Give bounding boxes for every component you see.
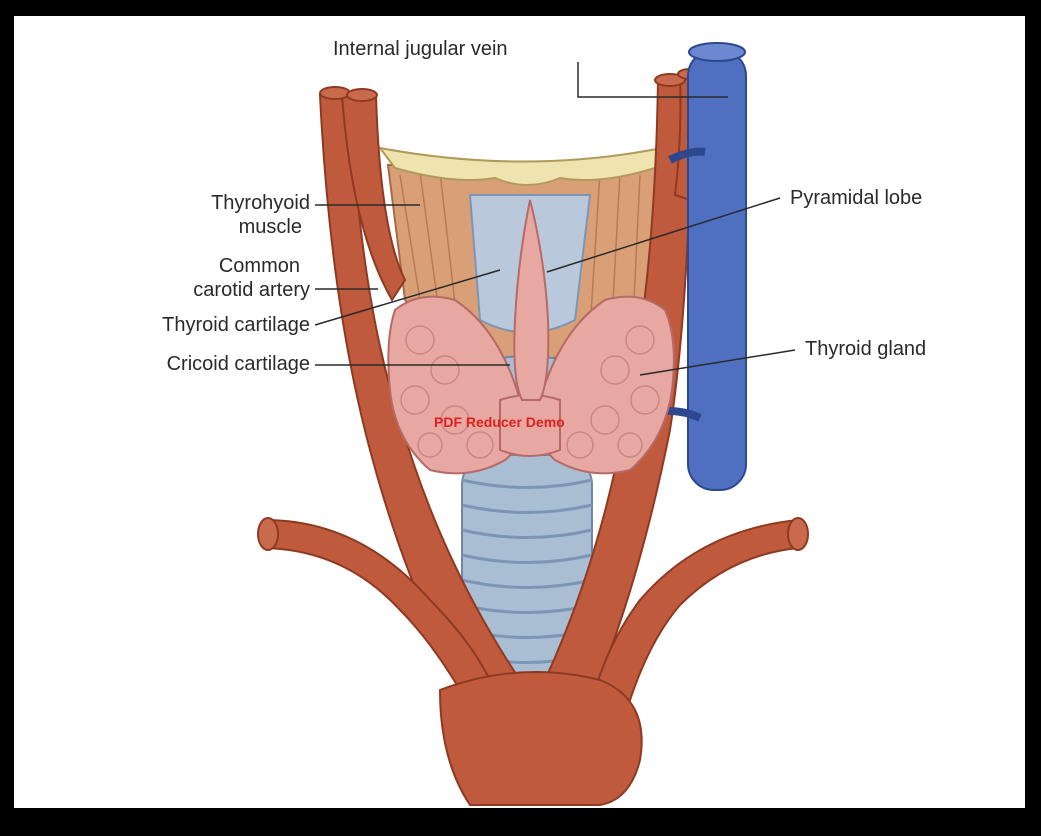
label-thyroid-cartilage: Thyroid cartilage bbox=[60, 314, 310, 337]
label-common-carotid-line2: carotid artery bbox=[100, 279, 310, 302]
label-pyramidal-lobe: Pyramidal lobe bbox=[790, 187, 922, 210]
label-internal-jugular-vein: Internal jugular vein bbox=[333, 38, 508, 61]
label-thyroid-gland: Thyroid gland bbox=[805, 338, 926, 361]
watermark: PDF Reducer Demo bbox=[434, 414, 565, 430]
label-common-carotid-line1: Common bbox=[120, 255, 300, 278]
label-thyrohyoid-muscle-line1: Thyrohyoid bbox=[130, 192, 310, 215]
label-thyrohyoid-muscle-line2: muscle bbox=[130, 216, 302, 239]
label-cricoid-cartilage: Cricoid cartilage bbox=[60, 353, 310, 376]
